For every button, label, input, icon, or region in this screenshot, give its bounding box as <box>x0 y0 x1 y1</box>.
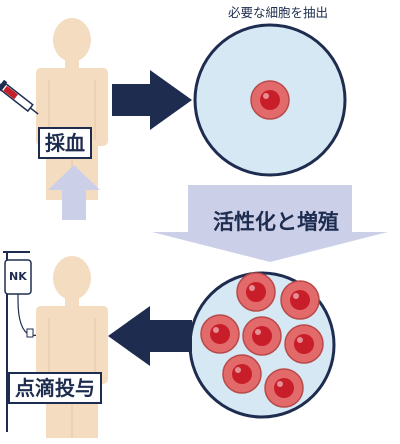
cell-highlight <box>293 293 299 299</box>
extraction-dish <box>195 25 345 175</box>
cell-nucleus <box>252 326 272 346</box>
cell-nucleus <box>232 364 252 384</box>
cell-highlight <box>277 381 283 387</box>
cell-nucleus <box>260 90 280 110</box>
cell-nucleus <box>246 282 266 302</box>
cell-highlight <box>297 337 303 343</box>
culture-label: 活性化と増殖 <box>186 206 366 236</box>
arrow-right <box>112 70 192 130</box>
cell-highlight <box>255 329 261 335</box>
cell-nucleus <box>294 334 314 354</box>
cell-nucleus <box>290 290 310 310</box>
cell-highlight <box>249 285 255 291</box>
cell-highlight <box>213 327 219 333</box>
patient-person <box>36 256 108 438</box>
cell-highlight <box>235 367 241 373</box>
cell-nucleus <box>210 324 230 344</box>
infusion-label: 点滴投与 <box>8 372 102 404</box>
iv-bag-label: NK <box>9 270 27 283</box>
cell-nucleus <box>274 378 294 398</box>
extraction-caption: 必要な細胞を抽出 <box>196 2 360 21</box>
arrow-left <box>108 306 192 366</box>
syringe-icon <box>0 75 42 119</box>
culture-dish <box>190 273 334 417</box>
blood-draw-label: 採血 <box>38 127 92 159</box>
